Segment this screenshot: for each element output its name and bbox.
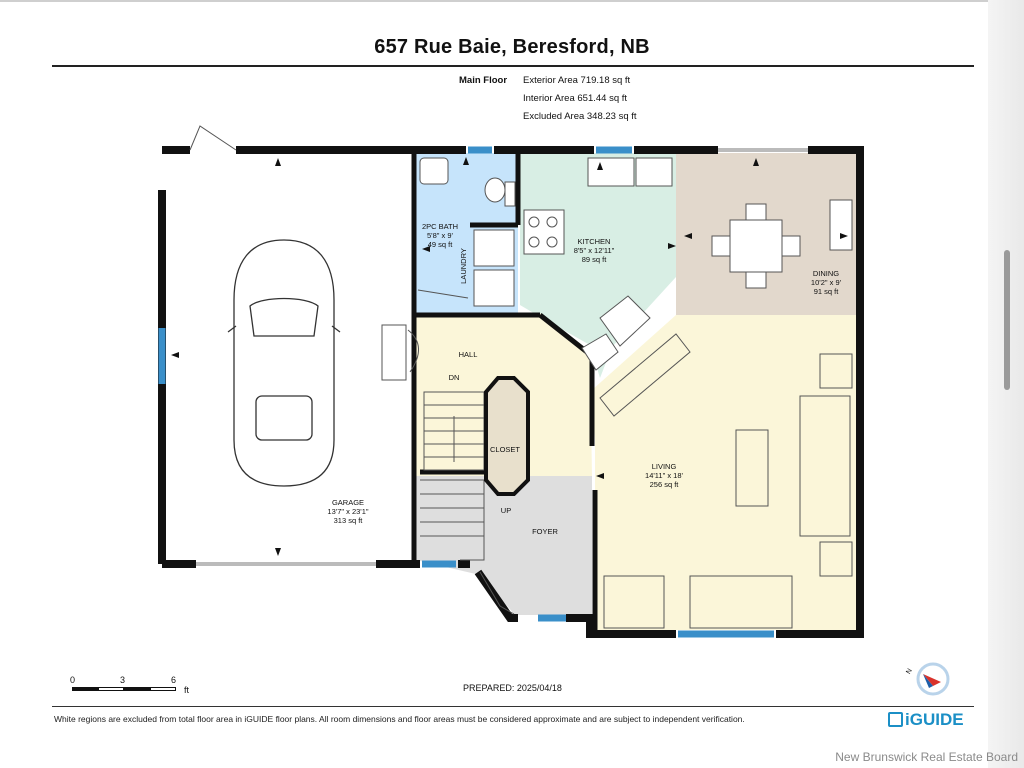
exterior-walls	[158, 146, 864, 638]
scale-unit: ft	[184, 685, 190, 695]
dining-name: DINING	[813, 269, 839, 278]
compass-icon: N	[905, 662, 953, 696]
garage-steps	[381, 324, 407, 381]
windows	[158, 146, 774, 638]
laundry-door-swing	[417, 289, 469, 299]
disclaimer: White regions are excluded from total fl…	[54, 714, 745, 724]
iguide-logo: iGUIDE	[888, 710, 964, 730]
kitchen-fixtures	[523, 157, 673, 371]
scale-label-3: 3	[120, 675, 126, 685]
bath-area: 49 sq ft	[428, 240, 454, 249]
dining-area: 91 sq ft	[814, 287, 840, 296]
closet-name: CLOSET	[490, 445, 520, 454]
room-labels: GARAGE 13'7" x 23'1" 313 sq ft 2PC BATH …	[327, 222, 841, 536]
living-dims: 14'11" x 18'	[645, 471, 683, 480]
garage-name: GARAGE	[332, 498, 364, 507]
floor-label: Main Floor	[459, 75, 508, 86]
laundry-name: LAUNDRY	[459, 248, 468, 284]
brand-text: iGUIDE	[905, 710, 964, 729]
dining-dims: 10'2" x 9'	[811, 278, 842, 287]
bath-fixtures	[419, 157, 516, 307]
exterior-area: Exterior Area 719.18 sq ft	[523, 75, 631, 86]
side-door-swing	[189, 125, 237, 151]
dimension-arrows	[171, 157, 848, 556]
scrollbar-thumb[interactable]	[1004, 250, 1010, 390]
bath-name: 2PC BATH	[422, 222, 458, 231]
garage-entry-door	[407, 329, 419, 373]
dn-label: DN	[449, 373, 460, 382]
hall-name: HALL	[459, 350, 478, 359]
scale-label-6: 6	[171, 675, 177, 685]
scale-bar: 0 3 6 ft	[64, 675, 204, 695]
kitchen-area: 89 sq ft	[582, 255, 608, 264]
header-rule	[52, 65, 974, 67]
prepared-date: PREPARED: 2025/04/18	[463, 683, 562, 693]
excluded-area: Excluded Area 348.23 sq ft	[523, 111, 637, 122]
foyer-name: FOYER	[532, 527, 558, 536]
garage-area: 313 sq ft	[334, 516, 364, 525]
bath-dims: 5'8" x 9'	[427, 231, 454, 240]
iguide-mark-icon	[888, 712, 903, 727]
dining-table	[711, 199, 853, 289]
interior-area: Interior Area 651.44 sq ft	[523, 93, 628, 104]
car-icon	[227, 239, 341, 487]
kitchen-name: KITCHEN	[578, 237, 611, 246]
scale-label-0: 0	[70, 675, 76, 685]
living-furniture	[599, 333, 853, 629]
up-label: UP	[501, 506, 511, 515]
living-name: LIVING	[652, 462, 677, 471]
watermark: New Brunswick Real Estate Board	[835, 750, 1018, 764]
footer-rule	[52, 706, 974, 707]
stairs	[420, 391, 485, 561]
living-area: 256 sq ft	[650, 480, 680, 489]
top-frame-edge	[0, 0, 1024, 2]
front-door-swing	[479, 571, 515, 615]
garage-dims: 13'7" x 23'1"	[327, 507, 368, 516]
kitchen-fill	[520, 153, 676, 378]
closet-walls	[484, 376, 530, 496]
foyer-fill	[416, 476, 592, 615]
page-title: 657 Rue Baie, Beresford, NB	[374, 36, 650, 58]
kitchen-dims: 8'5" x 12'11"	[574, 246, 615, 255]
living-fill	[592, 315, 856, 630]
